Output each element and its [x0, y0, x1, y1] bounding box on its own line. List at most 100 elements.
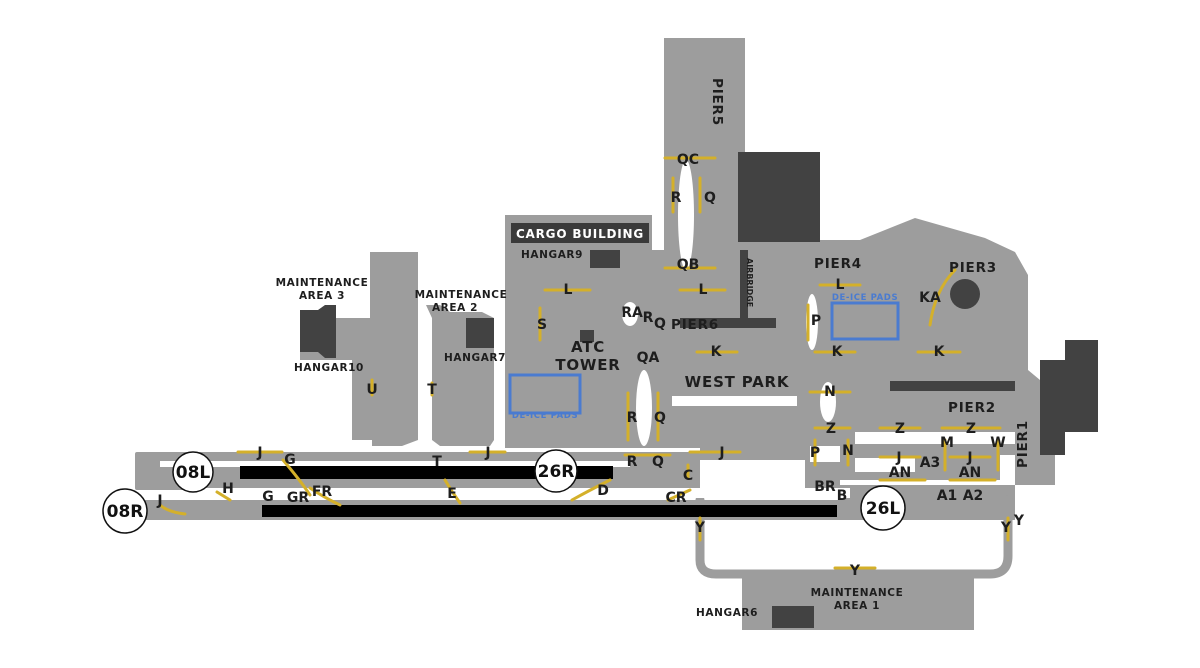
taxiway-label-y2: Y	[1000, 520, 1012, 536]
taxiway-label-cr: CR	[665, 490, 686, 506]
grass-strip-2	[190, 488, 850, 498]
taxiway-label-n1: N	[824, 384, 836, 400]
taxiway-label-a2: A2	[963, 488, 984, 504]
pier6-label: PIER6	[671, 317, 719, 333]
taxiway-label-a3: A3	[920, 455, 941, 471]
hangar7	[466, 318, 494, 348]
taxiway-label-qb: QB	[677, 257, 700, 273]
taxi-lines	[158, 156, 1010, 570]
taxiway-label-g1: G	[284, 452, 296, 468]
pier2-gap-3	[810, 446, 840, 462]
runway-08L-label: 08L	[176, 463, 211, 483]
pier5-label: PIER5	[709, 78, 725, 126]
taxiway-label-r3: R	[627, 410, 638, 426]
taxiway-label-l1: L	[564, 282, 573, 298]
taxiway-label-gr: GR	[287, 490, 309, 506]
maintenance-area-3-label-line2: AREA 3	[299, 290, 345, 302]
main-apron	[505, 38, 1040, 490]
taxiway-label-q4: Q	[652, 454, 664, 470]
taxiway-label-b: B	[837, 488, 848, 504]
hangar9	[590, 250, 620, 268]
taxiway-label-q3: Q	[654, 410, 666, 426]
runway-08R-marker[interactable]: 08R	[102, 488, 148, 534]
taxiway-label-qc: QC	[677, 152, 699, 168]
grass-island-r-q	[678, 160, 694, 270]
airbridge	[740, 250, 748, 320]
runway-08R-circle	[102, 488, 148, 534]
taxiway-label-e: E	[447, 486, 457, 502]
taxiway-label-t-north: T	[427, 382, 437, 398]
runway-08R-label: 08R	[107, 502, 144, 522]
runway-26L-circle	[860, 485, 906, 531]
grass-strip-1	[160, 461, 630, 467]
deice-pad-east	[830, 301, 900, 341]
taxiway-label-s: S	[537, 317, 547, 333]
maintenance-area-1-label-line1: MAINTENANCE	[811, 587, 904, 599]
hangar7-label: HANGAR7	[444, 352, 506, 364]
maintenance-area-2-label-line2: AREA 2	[432, 302, 478, 314]
runway-26R-label: 26R	[538, 462, 575, 482]
west-park-gap	[672, 396, 797, 406]
pier3-label: PIER3	[949, 260, 997, 276]
runway-26L-label: 26L	[866, 499, 901, 519]
taxiway-label-z2: Z	[895, 421, 905, 437]
taxiway-label-an1: AN	[889, 465, 912, 481]
taxiway-label-r1: R	[671, 190, 682, 206]
runway-08L-circle	[172, 451, 214, 493]
tarmac-layer	[135, 38, 1055, 630]
runway-26R-circle	[534, 449, 578, 493]
runway-08R-26L	[262, 505, 837, 517]
airbridge-label: AIRBRIDGE	[745, 258, 754, 307]
hangar10-label: HANGAR10	[294, 362, 364, 374]
taxiway-label-ra: RA	[621, 305, 643, 321]
taxi-line-e	[443, 478, 462, 505]
taxi-line-ka	[928, 268, 957, 327]
taxi-line-j-08r	[158, 503, 187, 516]
taxiway-label-j1: J	[256, 445, 262, 461]
buildings-layer	[300, 152, 1098, 628]
west-park-label: WEST PARK	[685, 373, 790, 391]
maintenance-area-3-label-line1: MAINTENANCE	[276, 277, 369, 289]
taxiway-label-q2: Q	[654, 316, 666, 332]
pier2-gap	[855, 432, 1015, 444]
pier5-terminal	[738, 152, 820, 242]
taxiway-label-j2: J	[484, 445, 490, 461]
taxiway-label-z1: Z	[826, 421, 836, 437]
atc-tower-bldg	[580, 330, 594, 342]
taxiway-label-p1: P	[811, 313, 821, 329]
taxiway-label-r4: R	[627, 454, 638, 470]
south-loop-taxiway	[695, 495, 1013, 579]
taxiway-label-l3: L	[836, 277, 845, 293]
pier1-label: PIER1	[1015, 420, 1031, 468]
runway-08L-26R	[240, 466, 613, 479]
atc-tower-label-line2: TOWER	[555, 356, 620, 374]
pier1-terminal	[1040, 340, 1098, 455]
taxiway-label-t-south: T	[432, 454, 442, 470]
taxiway-label-j6: J	[156, 493, 162, 509]
taxiway-label-qa: QA	[637, 350, 660, 366]
runway-26L-marker[interactable]: 26L	[860, 485, 906, 531]
pier3-stand	[950, 279, 980, 309]
maintenance-area-3-apron	[300, 252, 418, 446]
taxiway-label-p2: P	[810, 445, 820, 461]
hangar10	[300, 305, 336, 358]
pier6-connector	[680, 318, 776, 328]
taxiway-label-y3: Y	[1013, 513, 1025, 529]
pier2-gap-2	[855, 458, 915, 472]
atc-tower-label-line1: ATC	[571, 338, 605, 356]
grass-island-ra	[622, 302, 638, 326]
taxiway-label-j3: J	[718, 445, 724, 461]
runway-08L-marker[interactable]: 08L	[172, 451, 214, 493]
taxi-line-cr	[666, 488, 692, 502]
taxiway-label-u: U	[366, 382, 377, 398]
maintenance-area-1-label-line2: AREA 1	[834, 600, 880, 612]
runway-26R-marker[interactable]: 26R	[534, 449, 578, 493]
taxiway-label-y1: Y	[694, 520, 706, 536]
taxiway-label-q1: Q	[704, 190, 716, 206]
cargo-building-banner	[511, 223, 649, 243]
taxiway-label-m: M	[940, 435, 954, 451]
taxi-line-h	[215, 490, 232, 502]
hangar6-label: HANGAR6	[696, 607, 758, 619]
taxiway-label-r2: R	[643, 310, 654, 326]
taxiway-label-br: BR	[814, 479, 836, 495]
